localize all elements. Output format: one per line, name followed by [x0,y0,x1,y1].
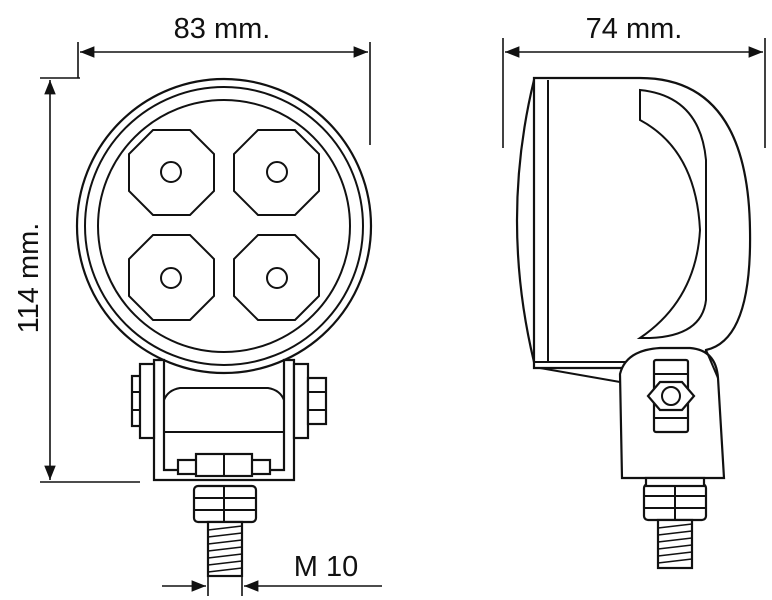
height-dimension: 114 mm. [13,77,140,483]
led-top-right [233,129,320,216]
mount-nut [192,484,258,524]
side-threaded-stud [656,518,694,570]
right-bolt [292,362,328,440]
side-mount-nut [642,476,708,522]
bracket-nut [176,452,272,478]
height-label: 114 mm. [13,223,45,334]
left-bolt [130,362,156,440]
front-width-dimension: 83 mm. [77,13,371,145]
side-depth-dimension: 74 mm. [502,13,766,148]
side-view: 74 mm. [502,13,766,570]
led-top-left [128,129,215,216]
threaded-stud [206,520,244,578]
side-housing [532,76,752,370]
side-depth-label: 74 mm. [586,13,683,45]
front-housing [75,77,373,375]
pivot-bolt [646,358,696,434]
front-view: 83 mm. 114 mm. [13,13,382,596]
led-bottom-right [233,234,320,321]
led-bottom-left [128,234,215,321]
thread-label: M 10 [294,551,358,583]
front-bracket [152,358,296,482]
front-width-label: 83 mm. [174,13,271,45]
thread-dimension: M 10 [162,551,382,596]
